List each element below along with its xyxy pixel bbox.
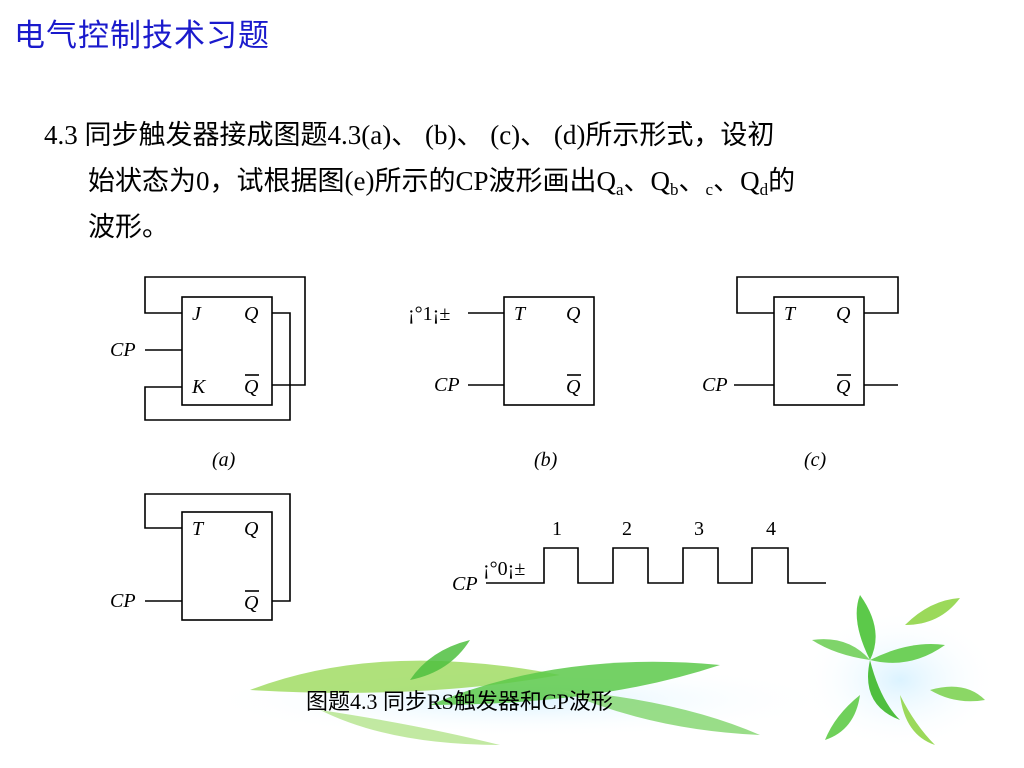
pulse-label-4: 4	[766, 518, 776, 540]
cp-waveform	[486, 547, 826, 584]
b-caption: (b)	[534, 449, 558, 471]
flipflop-b	[468, 296, 595, 406]
pulse-label-1: 1	[552, 518, 562, 540]
pulse-label-3: 3	[694, 518, 704, 540]
flipflop-d	[144, 493, 291, 621]
c-cp-label: CP	[702, 374, 728, 396]
b-qbar-label: Q	[566, 376, 581, 398]
leaf-decoration-bottom	[200, 640, 840, 745]
b-t-label: T	[514, 303, 527, 325]
d-t-label: T	[192, 518, 205, 540]
a-caption: (a)	[212, 449, 236, 471]
c-qbar-label: Q	[836, 376, 851, 398]
slide-title: 电气控制技术习题	[14, 18, 270, 54]
leaf-decoration-right	[800, 595, 1000, 750]
b-cp-label: CP	[434, 374, 460, 396]
problem-line-2: 始状态为0，试根据图(e)所示的CP波形画出Qa、Qb、c、Qd的	[88, 166, 796, 199]
problem-text: 4.3 同步触发器接成图题4.3(a)、 (b)、 (c)、 (d)所示形式，设…	[44, 112, 1004, 250]
flipflop-a	[144, 276, 306, 421]
flipflop-c	[734, 276, 899, 406]
problem-line-3: 波形。	[88, 212, 169, 242]
c-q-label: Q	[836, 303, 851, 325]
b-const-label: ¡°1¡±	[408, 303, 450, 325]
d-q-label: Q	[244, 518, 259, 540]
d-qbar-label: Q	[244, 592, 259, 614]
figure-caption: 图题4.3 同步RS触发器和CP波形	[306, 689, 613, 714]
e-init-label: ¡°0¡±	[483, 558, 525, 580]
a-k-label: K	[191, 376, 207, 398]
d-cp-label: CP	[110, 590, 136, 612]
a-qbar-label: Q	[244, 376, 259, 398]
a-cp-label: CP	[110, 339, 136, 361]
problem-line-1: 4.3 同步触发器接成图题4.3(a)、 (b)、 (c)、 (d)所示形式，设…	[44, 120, 775, 150]
c-t-label: T	[784, 303, 797, 325]
a-j-label: J	[192, 303, 202, 325]
b-q-label: Q	[566, 303, 581, 325]
pulse-label-2: 2	[622, 518, 632, 540]
a-q-label: Q	[244, 303, 259, 325]
e-cp-label: CP	[452, 573, 478, 595]
c-caption: (c)	[804, 449, 827, 471]
